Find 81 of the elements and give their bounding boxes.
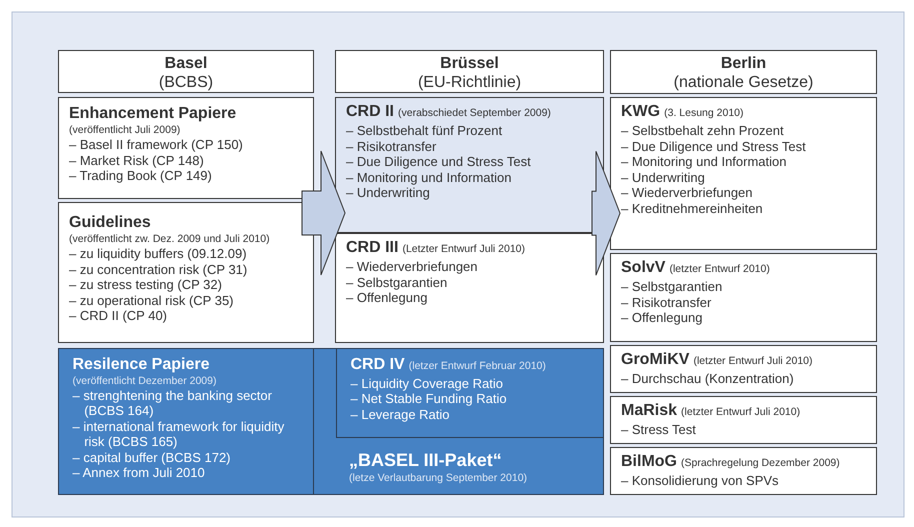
date-note: (Letzter Entwurf Juli 2010) (402, 243, 526, 255)
list-item: – Offenlegung (621, 310, 704, 326)
heading: KWG (621, 103, 660, 120)
column-header (58, 50, 314, 93)
list-item: – international framework for liquidity risk (BCBS 165) (72, 418, 286, 450)
list-item: – zu operational risk (CP 35) (69, 292, 235, 308)
list-item: – Offenlegung (346, 290, 428, 306)
date-note: (3. Lesung 2010) (664, 107, 744, 119)
list-item: – strenghtening the banking sector (BCBS 164) (72, 388, 273, 418)
heading: Guidelines (69, 213, 152, 232)
date-note: (veröffentlicht zw. Dez. 2009 und Juli 2010) (69, 232, 271, 246)
list-item: – Market Risk (CP 148) (69, 152, 205, 168)
list-item: – Wiederverbriefungen (621, 185, 754, 200)
heading: CRD III (346, 239, 398, 256)
regulation-panel (610, 253, 877, 342)
list-item: – Annex from Juli 2010 (72, 465, 206, 480)
heading: MaRisk (621, 402, 678, 419)
heading: GroMiKV (621, 351, 690, 368)
column-subtitle: (EU-Richtlinie) (416, 73, 522, 92)
date-note: (letzter Entwurf 2010) (669, 263, 770, 275)
regulation-panel (58, 202, 314, 343)
heading: SolvV (621, 259, 666, 276)
list-item: – Net Stable Funding Ratio (350, 391, 508, 406)
regulation-panel (335, 97, 604, 233)
heading: BilMoG (621, 453, 677, 470)
list-item: – Underwriting (621, 170, 706, 185)
regulation-panel (58, 97, 314, 199)
list-item: – zu concentration risk (CP 31) (69, 262, 248, 277)
column-title: Brüssel (439, 54, 500, 73)
date-note: (letzer Entwurf Februar 2010) (408, 360, 546, 372)
regulation-panel (335, 233, 604, 343)
heading: CRD IV (350, 356, 405, 372)
list-item: – Risikotransfer (346, 138, 438, 154)
list-item: – Trading Book (CP 149) (69, 168, 213, 184)
list-item: – Wiederverbriefungen (346, 259, 479, 274)
regulation-panel (610, 396, 877, 444)
list-item: – Risikotransfer (621, 294, 712, 310)
heading: CRD II (346, 103, 394, 120)
column-subtitle: (BCBS) (158, 73, 214, 92)
list-item: – Leverage Ratio (350, 406, 451, 422)
list-item: – Stress Test (621, 422, 697, 438)
heading: „BASEL III-Paket“ (349, 449, 503, 471)
list-item: – Monitoring und Information (346, 170, 512, 185)
list-item: – CRD II (CP 40) (69, 308, 168, 324)
date-note: (letze Verlautbarung September 2010) (349, 471, 528, 485)
regulation-panel (610, 447, 877, 495)
list-item: – Selbstbehalt fünf Prozent (346, 123, 504, 138)
date-note: (veröffentlicht Dezember 2009) (72, 374, 218, 388)
regulation-panel (610, 345, 877, 393)
date-note: (letzter Entwurf Juli 2010) (693, 355, 813, 367)
list-item: – capital buffer (BCBS 172) (72, 450, 232, 465)
package-band (58, 348, 604, 495)
column-title: Berlin (720, 54, 768, 73)
date-note: (letzter Entwurf Juli 2010) (681, 406, 800, 418)
list-item: – Basel II framework (CP 150) (69, 137, 244, 152)
block-arrow (592, 150, 621, 276)
block-arrow (302, 150, 346, 276)
list-item: – Due Diligence und Stress Test (621, 138, 807, 154)
list-item: – Due Diligence und Stress Test (346, 154, 532, 170)
regulation-panel (610, 97, 877, 250)
list-item: – Selbstgarantien (621, 279, 724, 294)
date-note: (Sprachregelung Dezember 2009) (681, 457, 840, 469)
date-note: (veröffentlicht Juli 2009) (69, 123, 182, 137)
list-item: – Liquidity Coverage Ratio (350, 376, 504, 391)
column-header (610, 50, 877, 94)
column-subtitle: (nationale Gesetze) (672, 73, 814, 92)
heading: Resilence Papiere (72, 354, 210, 374)
list-item: – Konsolidierung von SPVs (621, 473, 780, 488)
date-note: (verabschiedet September 2009) (398, 107, 551, 119)
column-title: Basel (164, 54, 208, 73)
list-item: – Underwriting (346, 185, 431, 200)
list-item: – Selbstbehalt zehn Prozent (621, 123, 785, 138)
list-item: – zu stress testing (CP 32) (69, 277, 223, 292)
list-item: – zu liquidity buffers (09.12.09) (69, 246, 248, 262)
heading: Enhancement Papiere (69, 104, 238, 123)
list-item: – Kreditnehmereinheiten (621, 200, 764, 216)
list-item: – Monitoring und Information (621, 154, 788, 170)
regulation-panel (336, 348, 604, 438)
list-item: – Durchschau (Konzentration) (621, 371, 795, 386)
column-header (335, 50, 604, 93)
list-item: – Selbstgarantien (346, 274, 448, 290)
